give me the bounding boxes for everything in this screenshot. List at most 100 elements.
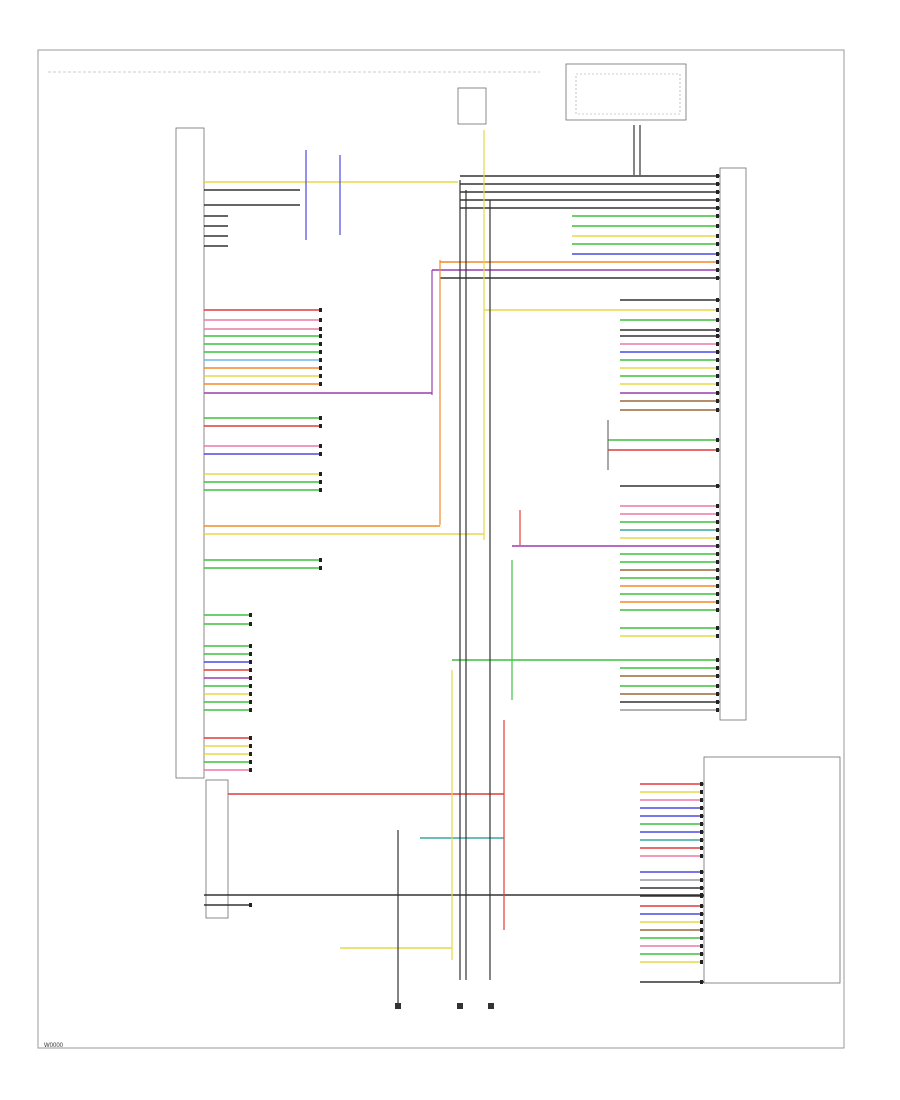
connector-pin bbox=[716, 224, 719, 228]
connector-pin bbox=[249, 676, 252, 680]
connector-pin bbox=[700, 952, 703, 956]
ground-symbols bbox=[395, 1003, 494, 1009]
connector-pin bbox=[700, 980, 703, 984]
connector-pin bbox=[716, 576, 719, 580]
connector-pin bbox=[249, 660, 252, 664]
connector-pin bbox=[319, 416, 322, 420]
connector-pin bbox=[700, 920, 703, 924]
connector-pin bbox=[319, 566, 322, 570]
connector-pin bbox=[700, 893, 703, 897]
connector-pin bbox=[716, 674, 719, 678]
connector-pin bbox=[700, 846, 703, 850]
connector-pin bbox=[716, 700, 719, 704]
connector-pin bbox=[716, 708, 719, 712]
connector-pin bbox=[319, 358, 322, 362]
connector-pin bbox=[249, 684, 252, 688]
connector-pin bbox=[716, 512, 719, 516]
connector-pin bbox=[319, 480, 322, 484]
lower-left-module-body bbox=[205, 779, 229, 919]
connector-pin bbox=[716, 484, 719, 488]
connector-pin bbox=[716, 308, 719, 312]
connector-pin bbox=[700, 904, 703, 908]
connector-pin bbox=[716, 684, 719, 688]
connector-pin bbox=[716, 342, 719, 346]
connector-pin bbox=[700, 814, 703, 818]
connector-pin bbox=[700, 822, 703, 826]
connector-pin bbox=[249, 768, 252, 772]
diagram-frame bbox=[37, 49, 845, 1049]
connector-pin bbox=[319, 382, 322, 386]
connector-pin bbox=[716, 600, 719, 604]
connector-pin bbox=[249, 652, 252, 656]
connector-pin bbox=[716, 334, 719, 338]
connector-pin bbox=[319, 472, 322, 476]
center-module-body bbox=[175, 127, 205, 779]
connector-pin bbox=[716, 214, 719, 218]
connector-pin bbox=[716, 174, 719, 178]
connector-pin bbox=[716, 608, 719, 612]
connector-pin bbox=[716, 276, 719, 280]
connector-pin bbox=[716, 666, 719, 670]
connector-pin bbox=[319, 366, 322, 370]
lower-right-module-body bbox=[703, 756, 841, 984]
connector-pin bbox=[716, 408, 719, 412]
connector-pin bbox=[716, 504, 719, 508]
connector-pin bbox=[716, 692, 719, 696]
connector-pin bbox=[319, 374, 322, 378]
page-id: W0000 bbox=[44, 1043, 64, 1049]
connector-pin bbox=[249, 692, 252, 696]
connector-pin bbox=[716, 634, 719, 638]
connector-pin bbox=[716, 552, 719, 556]
connector-pin bbox=[716, 448, 719, 452]
top-right-relay-inner bbox=[575, 73, 681, 115]
connector-pin bbox=[249, 668, 252, 672]
connector-pin bbox=[249, 752, 252, 756]
connector-pin bbox=[716, 544, 719, 548]
connector-pin bbox=[249, 760, 252, 764]
connector-pin bbox=[700, 790, 703, 794]
connector-pin bbox=[700, 830, 703, 834]
trunk-wires bbox=[305, 125, 641, 1005]
connector-pin bbox=[716, 268, 719, 272]
connector-pin bbox=[716, 350, 719, 354]
connector-pin bbox=[716, 382, 719, 386]
connector-pin bbox=[716, 234, 719, 238]
connector-pin bbox=[716, 528, 719, 532]
connector-pin bbox=[319, 488, 322, 492]
right-module-body bbox=[719, 167, 747, 721]
connector-pin bbox=[319, 558, 322, 562]
connector-pin bbox=[700, 838, 703, 842]
connector-pin bbox=[319, 308, 322, 312]
connector-pin bbox=[716, 374, 719, 378]
connector-pin bbox=[319, 327, 322, 331]
connector-pin bbox=[716, 182, 719, 186]
connector-pin bbox=[249, 613, 252, 617]
top-right-relay-box bbox=[565, 63, 687, 121]
connector-pin bbox=[700, 854, 703, 858]
connector-pin bbox=[319, 452, 322, 456]
connector-pin bbox=[700, 886, 703, 890]
connector-pin bbox=[700, 960, 703, 964]
connector-pin bbox=[716, 399, 719, 403]
connector-pin bbox=[716, 358, 719, 362]
connector-pin bbox=[716, 190, 719, 194]
connector-pin bbox=[249, 736, 252, 740]
connector-pin bbox=[716, 536, 719, 540]
connector-pin bbox=[700, 944, 703, 948]
connector-pin bbox=[716, 568, 719, 572]
connector-pin bbox=[319, 424, 322, 428]
connector-pin bbox=[716, 592, 719, 596]
connector-pin bbox=[716, 560, 719, 564]
connector-pin bbox=[700, 870, 703, 874]
connector-pin bbox=[716, 260, 719, 264]
connector-pin bbox=[716, 391, 719, 395]
connector-pin bbox=[716, 198, 719, 202]
connector-pin bbox=[716, 626, 719, 630]
connector-pin bbox=[700, 928, 703, 932]
connector-pin bbox=[716, 584, 719, 588]
connector-pin bbox=[716, 298, 719, 302]
wire-group bbox=[204, 175, 720, 983]
connector-pin bbox=[716, 242, 719, 246]
connector-pin bbox=[716, 520, 719, 524]
